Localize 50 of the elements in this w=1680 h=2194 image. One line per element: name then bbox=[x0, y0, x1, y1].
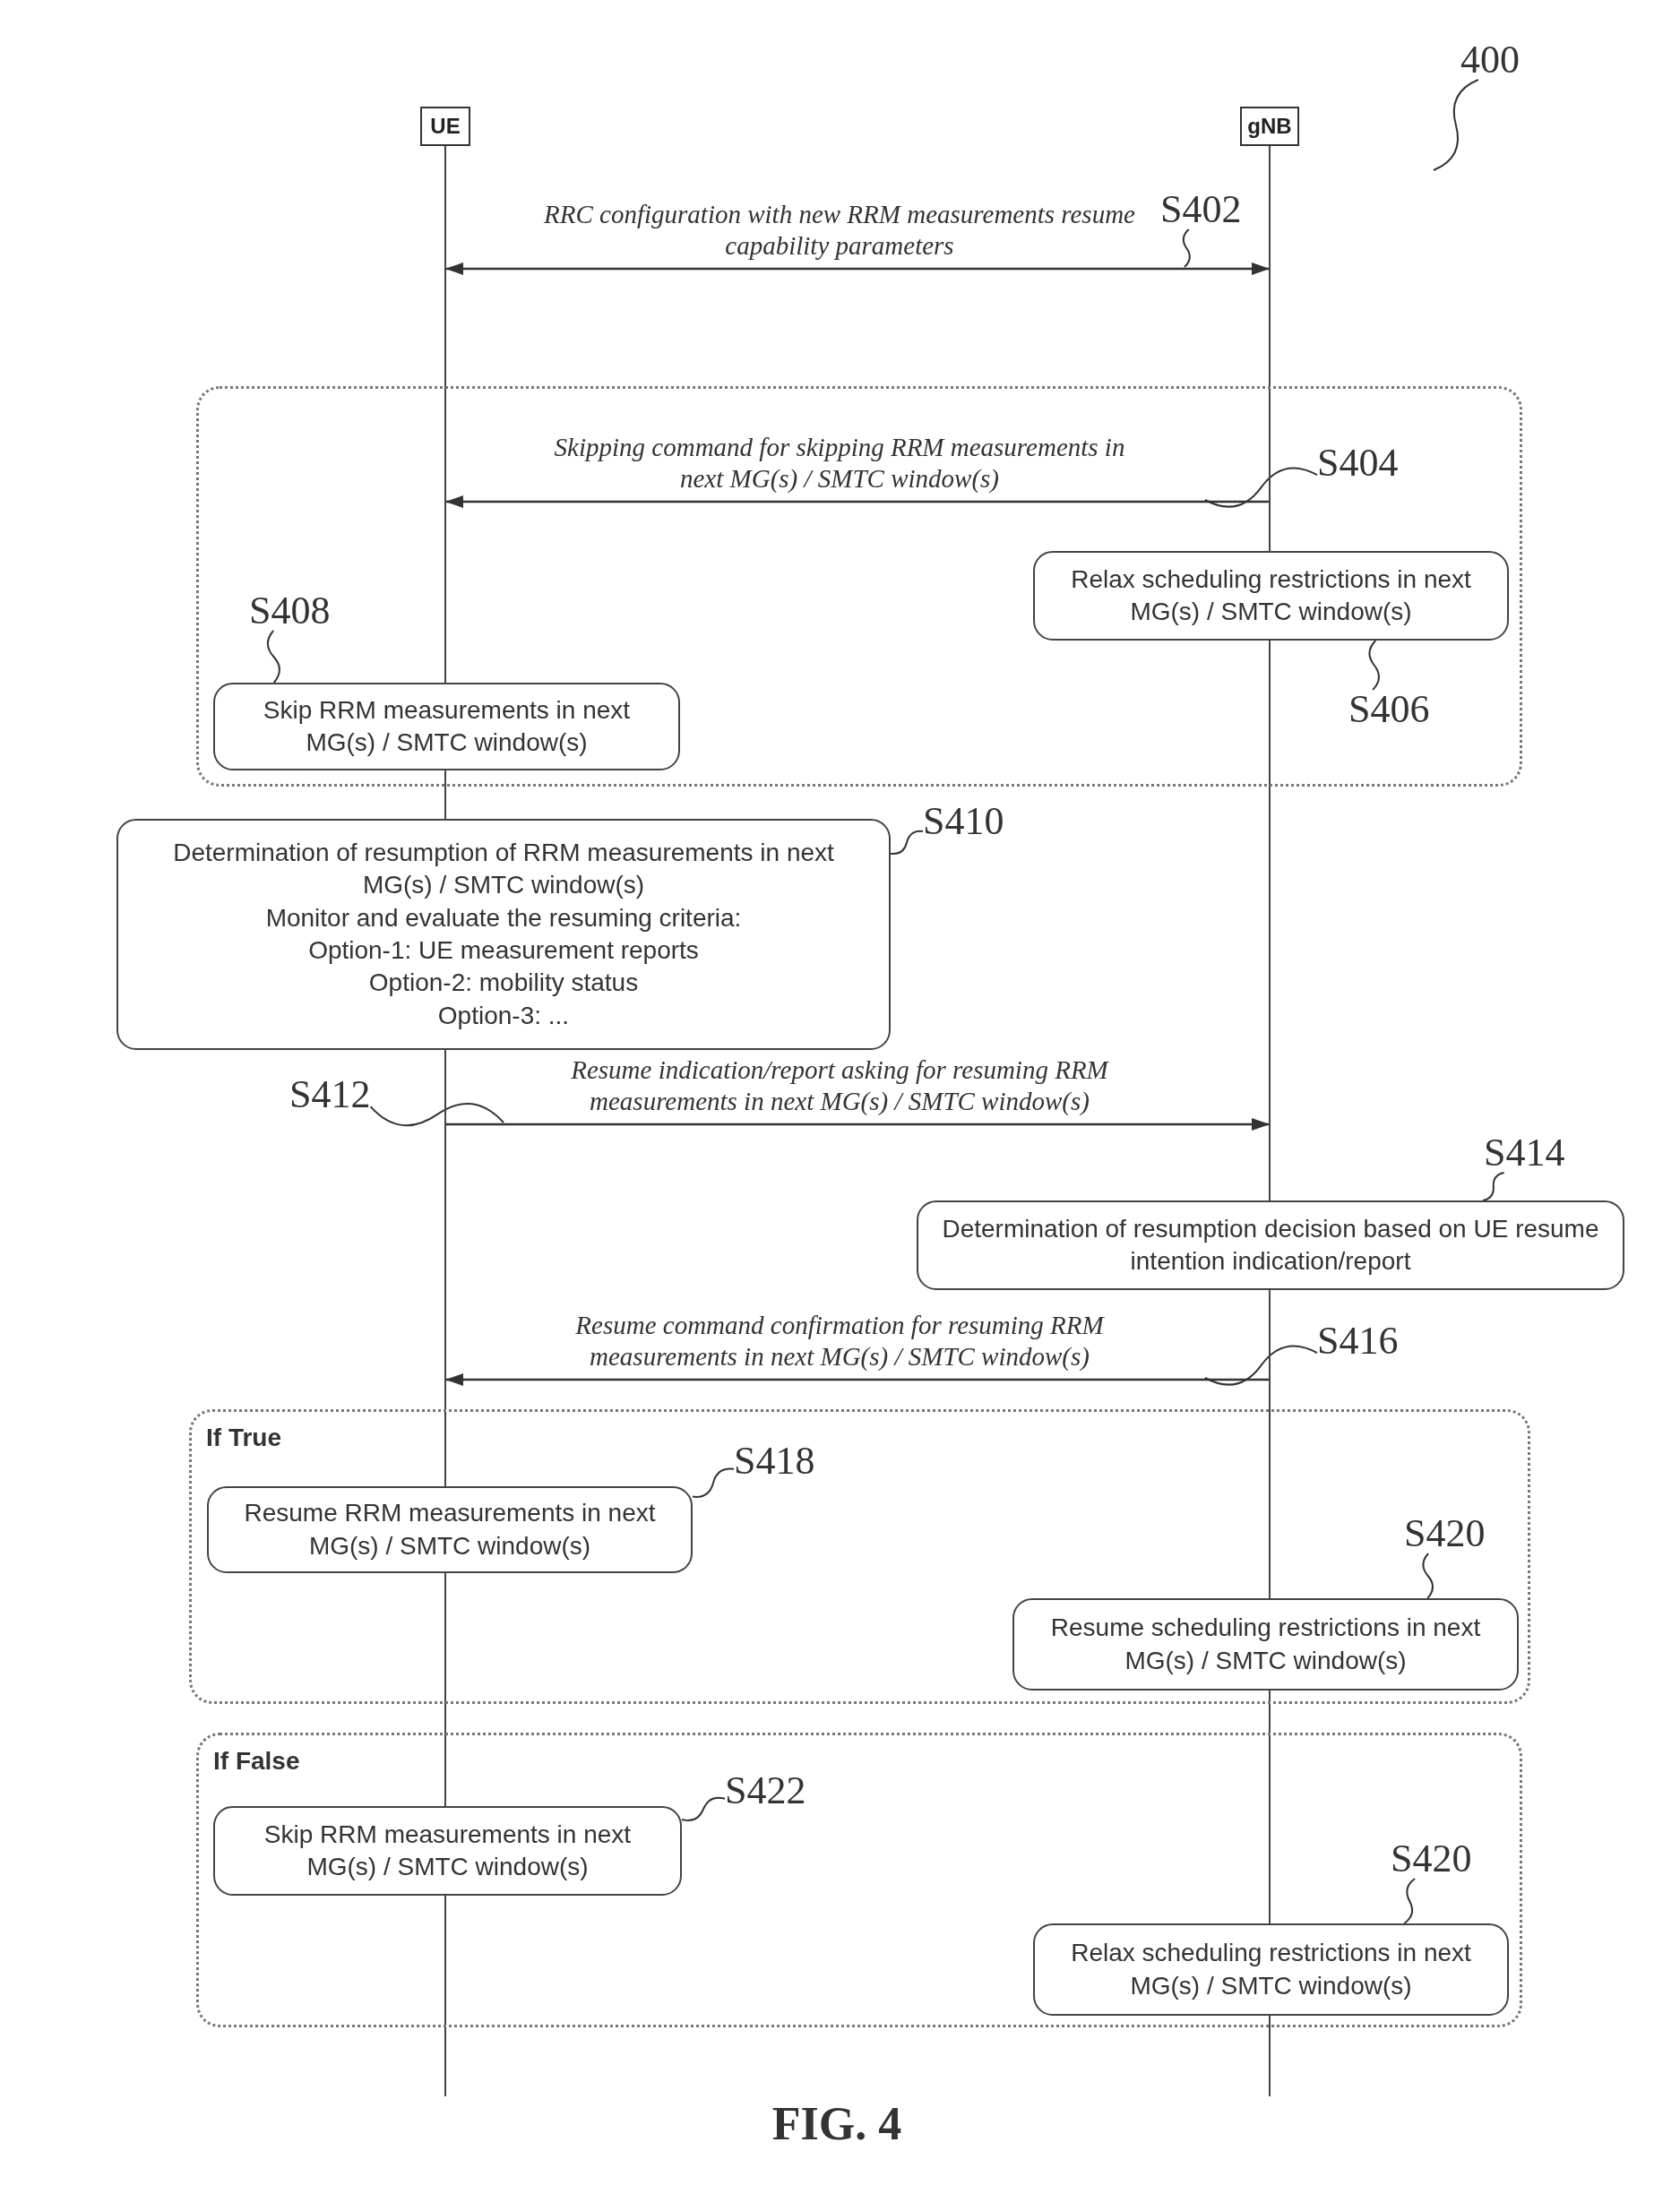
leader-line bbox=[890, 830, 924, 855]
leader-line bbox=[1403, 1878, 1417, 1924]
leader-line bbox=[1204, 1345, 1318, 1386]
message-arrow bbox=[445, 262, 1270, 275]
figure-caption: FIG. 4 bbox=[771, 2101, 902, 2147]
process-box: Determination of resumption decision based on UE resume intention indication/report bbox=[917, 1200, 1624, 1290]
frame-title: If False bbox=[213, 1746, 300, 1777]
process-box: Relax scheduling restrictions in next MG(s) / SMTC window(s) bbox=[1033, 1923, 1509, 2016]
leader-line bbox=[1204, 467, 1318, 508]
reference-numeral: S418 bbox=[734, 1441, 815, 1481]
reference-numeral: S410 bbox=[923, 802, 1004, 841]
process-box: Determination of resumption of RRM measurements in next MG(s) / SMTC window(s) Monitor and evaluate the resuming criteria: Option-1: UE measurement reports Option-2: mobility status Option-3: ... bbox=[116, 819, 891, 1050]
leader-line bbox=[1368, 640, 1380, 691]
reference-numeral: S416 bbox=[1317, 1321, 1399, 1361]
process-box: Relax scheduling restrictions in next MG(s) / SMTC window(s) bbox=[1033, 551, 1509, 641]
edge-label: Skipping command for skipping RRM measurements in next MG(s) / SMTC window(s) bbox=[553, 432, 1126, 495]
process-box: Skip RRM measurements in next MG(s) / SMTC window(s) bbox=[213, 683, 680, 770]
reference-numeral: S420 bbox=[1391, 1839, 1472, 1879]
participant-box: gNB bbox=[1240, 107, 1299, 146]
reference-numeral: 400 bbox=[1460, 40, 1520, 80]
leader-line bbox=[369, 1102, 504, 1127]
leader-line bbox=[1182, 228, 1191, 268]
leader-line bbox=[266, 630, 280, 684]
group-frame bbox=[196, 1733, 1522, 2027]
leader-line bbox=[1422, 1553, 1434, 1599]
reference-numeral: S420 bbox=[1404, 1514, 1486, 1553]
process-box: Resume RRM measurements in next MG(s) / SMTC window(s) bbox=[207, 1486, 693, 1573]
message-arrow bbox=[445, 1373, 1270, 1386]
group-frame bbox=[189, 1409, 1530, 1704]
participant-box: UE bbox=[420, 107, 470, 146]
leader-line bbox=[1433, 79, 1479, 171]
process-box: Resume scheduling restrictions in next MG(s) / SMTC window(s) bbox=[1012, 1598, 1519, 1691]
reference-numeral: S414 bbox=[1484, 1133, 1565, 1173]
leader-line bbox=[1482, 1172, 1505, 1201]
edge-label: Resume command confirmation for resuming RRM measurements in next MG(s) / SMTC window(s) bbox=[574, 1310, 1106, 1372]
group-frame bbox=[196, 386, 1522, 787]
reference-numeral: S406 bbox=[1348, 690, 1430, 729]
reference-numeral: S408 bbox=[249, 591, 331, 631]
reference-numeral: S404 bbox=[1317, 443, 1399, 483]
message-arrow bbox=[445, 495, 1270, 508]
frame-title: If True bbox=[206, 1423, 281, 1453]
reference-numeral: S422 bbox=[725, 1771, 806, 1811]
reference-numeral: S402 bbox=[1160, 190, 1242, 229]
leader-line bbox=[692, 1467, 735, 1498]
reference-numeral: S412 bbox=[289, 1075, 371, 1114]
message-arrow bbox=[445, 1118, 1270, 1131]
edge-label: RRC configuration with new RRM measurements resume capability parameters bbox=[543, 199, 1136, 262]
edge-label: Resume indication/report asking for resuming RRM measurements in next MG(s) / SMTC window(s) bbox=[570, 1054, 1110, 1117]
process-box: Skip RRM measurements in next MG(s) / SMTC window(s) bbox=[213, 1806, 682, 1896]
leader-line bbox=[681, 1796, 726, 1822]
